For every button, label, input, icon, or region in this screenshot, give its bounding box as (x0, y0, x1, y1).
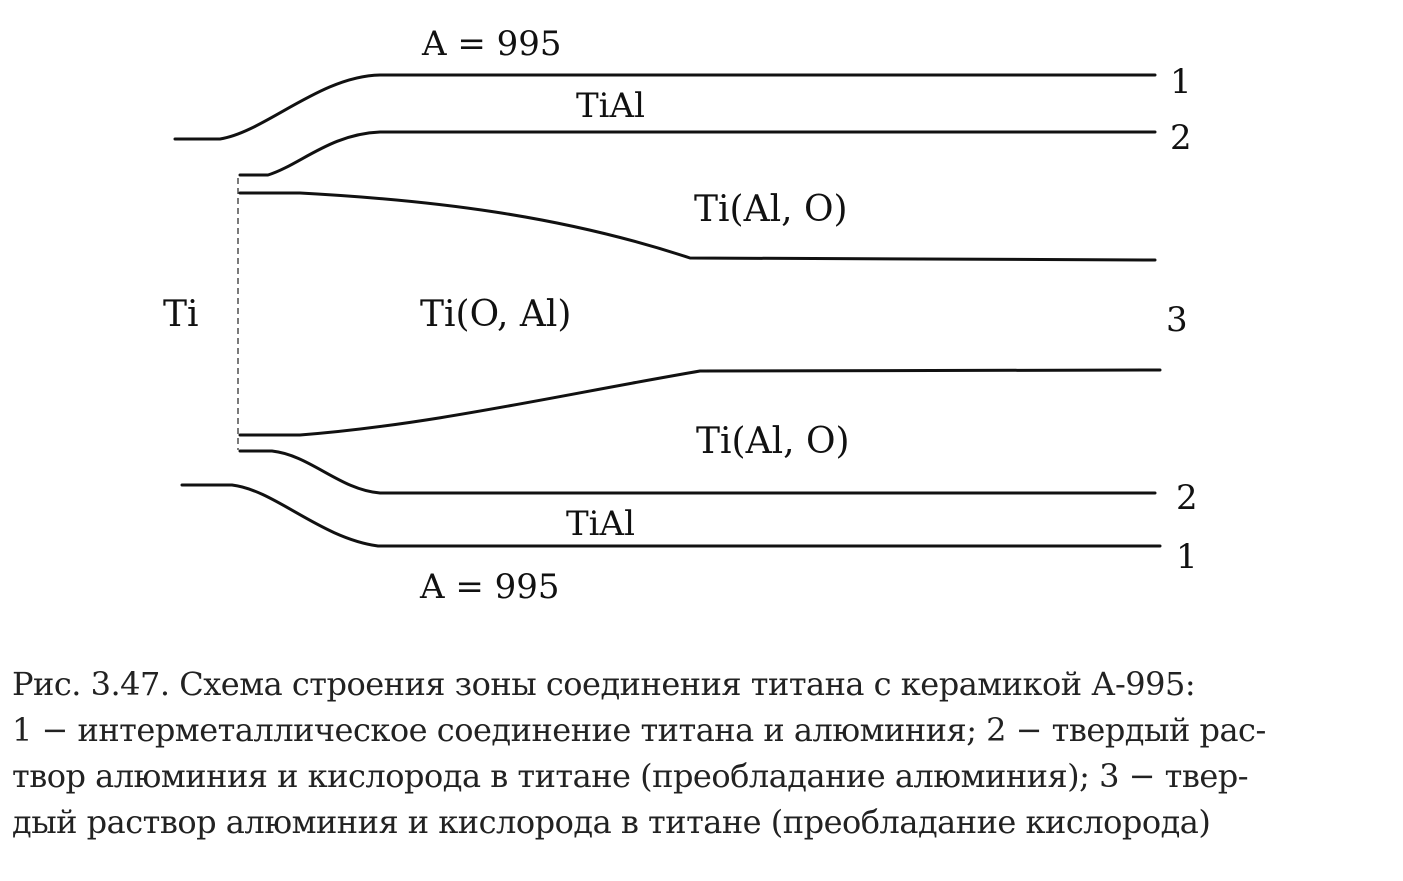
label-ceramic-top: A = 995 (421, 24, 562, 64)
num-2-bottom: 2 (1176, 478, 1198, 518)
boundary-line-2-bottom (238, 449, 1157, 495)
label-ti: Ti (163, 294, 199, 335)
num-2-top: 2 (1170, 118, 1192, 158)
caption-line-2: 1 − интерметаллическое соединение титана… (12, 711, 1266, 749)
joint-zone-diagram: A = 995 TiAl Ti(Al, O) Ti Ti(O, Al) Ti(A… (163, 24, 1198, 607)
figure-caption: Рис. 3.47. Схема строения зоны соединени… (12, 661, 1392, 845)
num-1-top: 1 (1170, 62, 1192, 102)
boundary-line-3-upper (238, 191, 1157, 262)
num-3: 3 (1166, 300, 1188, 340)
label-ti-al-o-bottom: Ti(Al, O) (696, 421, 850, 462)
label-ceramic-bottom: A = 995 (419, 567, 560, 607)
label-ti-al-o-top: Ti(Al, O) (694, 189, 848, 230)
label-tial-bottom: TiAl (566, 504, 635, 544)
label-tial-top: TiAl (576, 86, 645, 126)
caption-line-1: Рис. 3.47. Схема строения зоны соединени… (12, 665, 1196, 703)
boundary-line-1-top (173, 73, 1157, 141)
boundary-line-3-lower (238, 368, 1162, 437)
num-1-bottom: 1 (1176, 537, 1198, 577)
caption-line-4: дый раствор алюминия и кислорода в титан… (12, 803, 1211, 841)
caption-line-3: твор алюминия и кислорода в титане (прео… (12, 757, 1249, 795)
label-ti-o-al: Ti(O, Al) (420, 294, 571, 335)
boundary-line-1-bottom (180, 483, 1162, 548)
boundary-line-2-top (238, 130, 1157, 177)
